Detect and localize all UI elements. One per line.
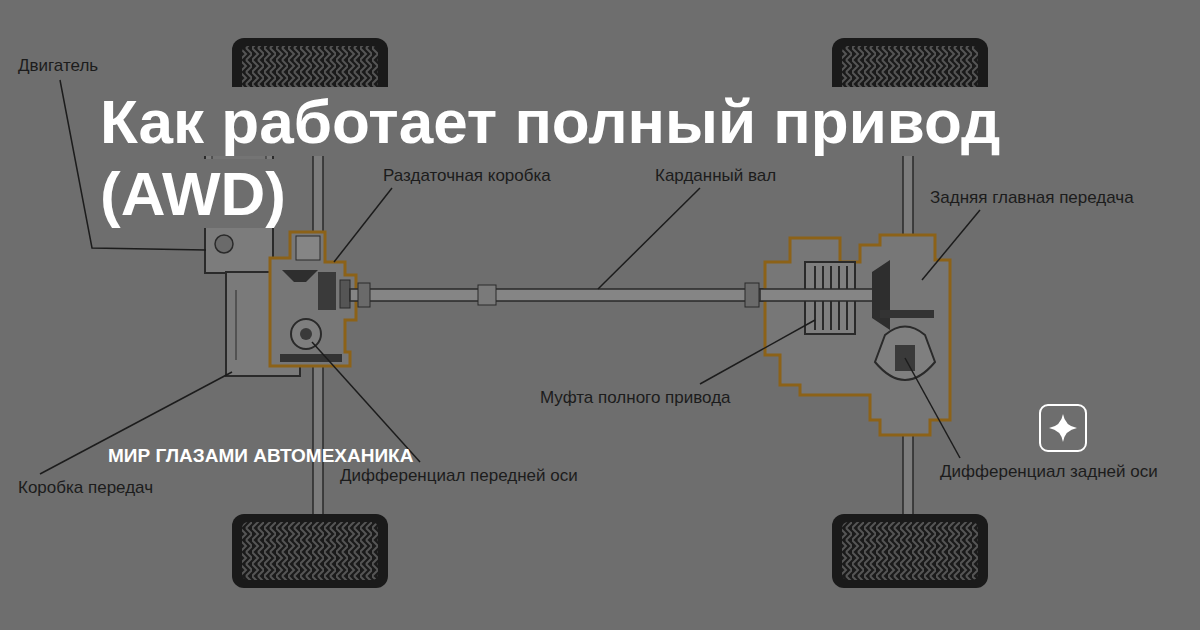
tire — [232, 514, 388, 588]
part-label: Дифференциал передней оси — [340, 466, 578, 486]
watermark: МИР ГЛАЗАМИ АВТОМЕХАНИКА — [108, 446, 413, 466]
leader-line — [700, 320, 815, 384]
logo-icon — [1040, 405, 1086, 451]
part-label: Карданный вал — [655, 166, 776, 186]
title: Как работает полный привод (AWD) — [100, 87, 1000, 228]
part-label: Двигатель — [18, 56, 98, 76]
part-label: Коробка передач — [18, 478, 153, 498]
part-label: Дифференциал задней оси — [940, 462, 1172, 482]
propeller-shaft — [350, 283, 765, 307]
leader-line — [905, 358, 960, 458]
part-label: Раздаточная коробка — [383, 166, 551, 186]
leader-line — [334, 188, 392, 262]
leader-line — [598, 188, 700, 289]
tire — [832, 514, 988, 588]
part-label: Муфта полного привода — [540, 388, 731, 408]
transfer-case — [270, 232, 356, 366]
title-block: Как работает полный привод (AWD) — [100, 86, 1160, 230]
leader-line — [922, 210, 980, 280]
part-label: Задняя главная передача — [930, 188, 1134, 208]
leader-line — [312, 342, 420, 462]
